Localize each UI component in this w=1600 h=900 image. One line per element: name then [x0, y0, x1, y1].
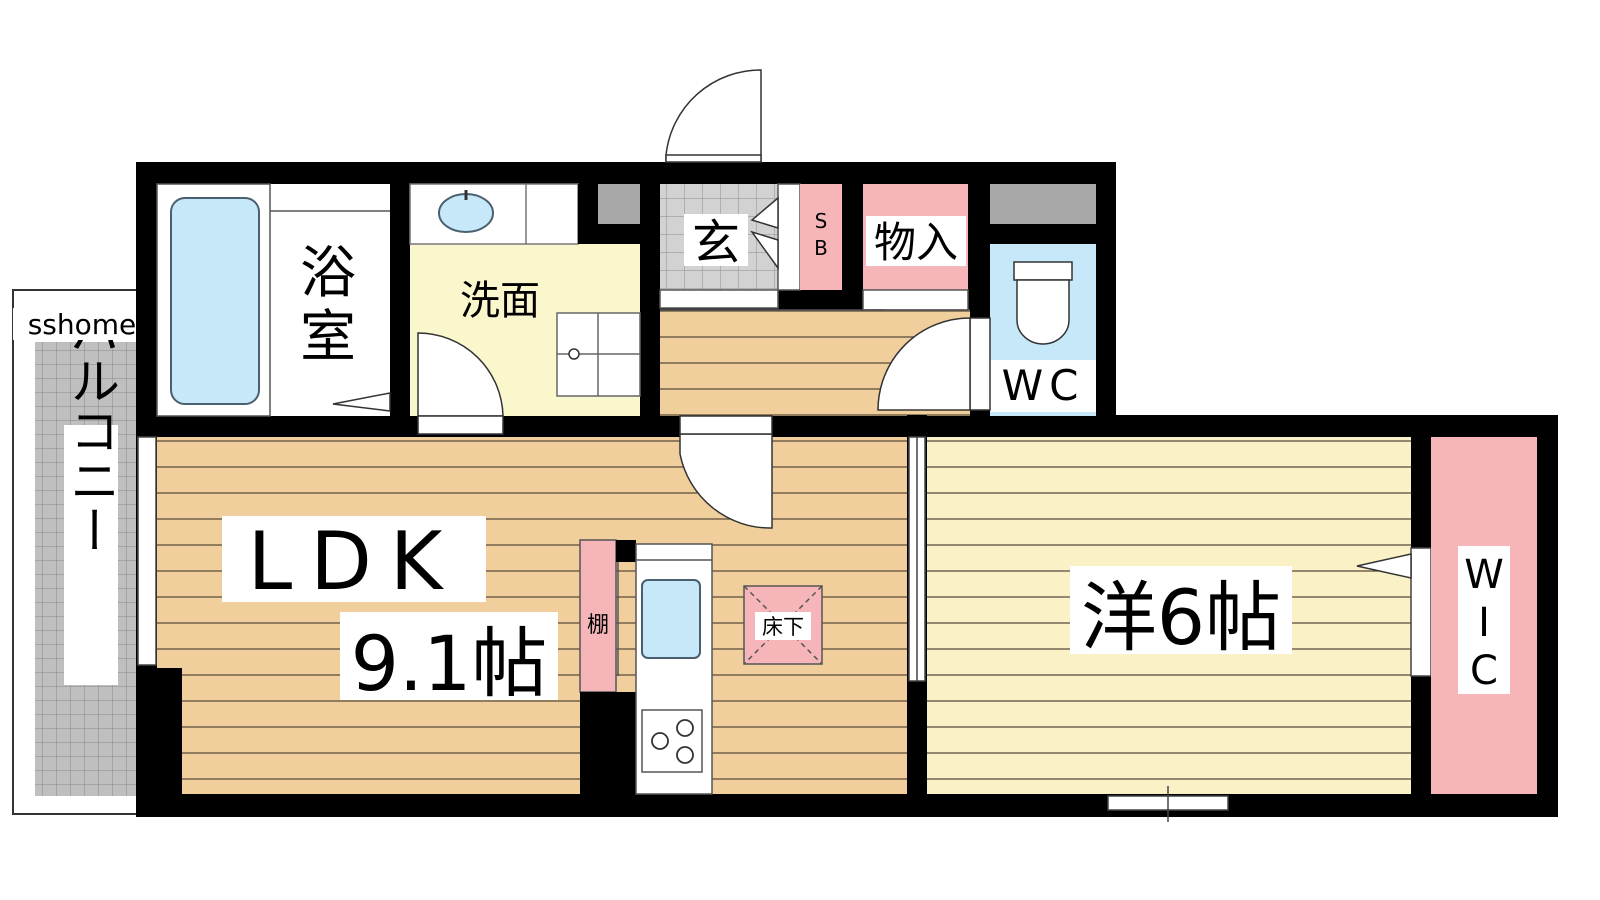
shoe-box-label-1: S: [815, 209, 828, 233]
storage-label-box: [866, 216, 966, 266]
ldk-name-box: [222, 516, 486, 602]
wic-door[interactable]: [1356, 553, 1412, 579]
entrance-step: [659, 289, 779, 309]
bath-door[interactable]: [332, 392, 391, 412]
wash-gray-panel: [598, 184, 640, 224]
wic-label-box: [1458, 546, 1510, 694]
balcony-label-box: [64, 425, 118, 685]
front-door[interactable]: [665, 69, 762, 163]
shoe-box-door-2[interactable]: [750, 230, 779, 271]
wic-door-frame[interactable]: [1410, 547, 1432, 677]
wash-top: [409, 183, 579, 245]
shelf-label: 棚: [587, 613, 609, 638]
western-label: 洋6帖: [1081, 573, 1281, 662]
toilet-tank: [1013, 261, 1073, 281]
toilet-bowl: [1016, 279, 1070, 345]
ldk-door-swing[interactable]: [679, 433, 773, 529]
burner-1: [651, 732, 669, 750]
burner-3: [676, 746, 694, 764]
balcony-window[interactable]: [137, 436, 157, 666]
ldk-name: LDK: [248, 515, 461, 608]
shelf: [579, 539, 617, 693]
washer-drain: [568, 348, 580, 360]
front-door-frame: [665, 154, 762, 163]
storage-door[interactable]: [862, 289, 969, 311]
shoe-box: [800, 184, 842, 290]
ldk-size-box: [340, 612, 558, 700]
bath-label-2: 室: [300, 305, 356, 370]
underfloor-label: 床下: [762, 615, 804, 639]
stove: [641, 709, 703, 773]
kitchen-wall: [580, 692, 636, 794]
shoe-box-label-2: B: [814, 236, 828, 260]
watermark-box: [13, 308, 139, 340]
washroom-door[interactable]: [417, 415, 504, 435]
burner-2: [676, 719, 694, 737]
wic-label-2: I: [1478, 600, 1490, 646]
washroom-door-swing[interactable]: [417, 332, 504, 417]
ldk-door-frame: [679, 415, 773, 435]
wic-label-3: C: [1470, 648, 1498, 694]
entrance-label: 玄: [692, 215, 740, 271]
underfloor-label-box: [755, 612, 811, 640]
toilet-door[interactable]: [877, 317, 971, 411]
entrance-label-box: [684, 214, 748, 266]
kitchen-sink: [641, 579, 701, 659]
kitchen-counter-top: [616, 540, 636, 562]
balcony-label: バルコニー: [62, 305, 120, 555]
bath-label-1: 浴: [300, 241, 356, 306]
bathtub-basin: [170, 197, 260, 405]
toilet-label-box: [990, 360, 1096, 412]
washroom-label: 洗面: [460, 278, 540, 324]
toilet-label: WC: [1002, 361, 1085, 410]
western-label-box: [1070, 566, 1292, 654]
toilet-door-frame: [969, 317, 991, 411]
shoe-box-door-1[interactable]: [750, 196, 779, 230]
ldk-pillar: [136, 668, 182, 817]
watermark-text: sshome: [28, 308, 137, 341]
gray-panel: [990, 184, 1096, 224]
storage-label: 物入: [874, 218, 958, 267]
ldk-size: 9.1帖: [351, 619, 548, 708]
shoe-box-frame: [777, 183, 801, 291]
wic-label-1: W: [1464, 552, 1504, 598]
